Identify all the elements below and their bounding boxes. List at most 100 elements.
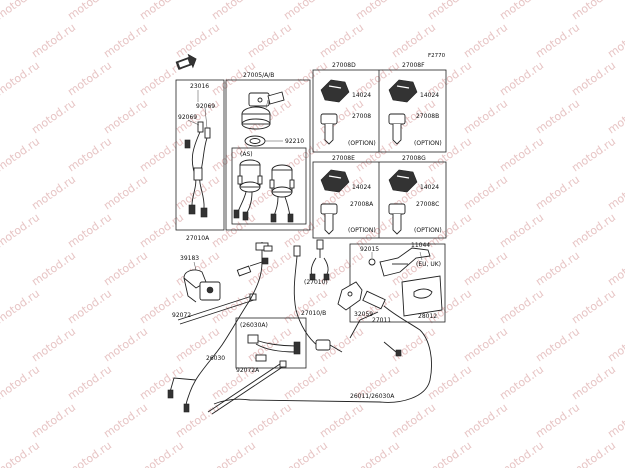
watermark-text: motod.ru [65, 363, 114, 403]
watermark-text: motod.ru [317, 401, 366, 441]
watermark-text: motod.ru [497, 211, 546, 251]
watermark-text: motod.ru [533, 325, 582, 365]
watermark-text: motod.ru [389, 401, 438, 441]
watermark-text: motod.ru [461, 325, 510, 365]
watermark-text: motod.ru [497, 0, 546, 22]
watermark-text: motod.ru [0, 135, 42, 175]
label-27010A: 27010A [186, 235, 210, 242]
watermark-text: motod.ru [209, 211, 258, 251]
label-92015: 92015 [360, 246, 379, 253]
label-39183: 39183 [180, 255, 199, 262]
keys-upper-box [312, 69, 447, 153]
label-27008B: 27008B [416, 113, 439, 120]
label-92210: 92210 [285, 138, 304, 145]
watermark-text: motod.ru [425, 363, 474, 403]
label-27008A: 27008A [350, 201, 374, 208]
watermark-text: motod.ru [497, 59, 546, 99]
26030a-box [235, 317, 307, 369]
watermark-text: motod.ru [425, 0, 474, 22]
label-option-d: (OPTION) [414, 227, 442, 234]
watermark-text: motod.ru [173, 21, 222, 61]
ref-code: F2770 [428, 53, 446, 59]
wiring-harness-23016 [184, 90, 211, 218]
as-switch-box [231, 147, 307, 225]
watermark-text: motod.ru [569, 439, 618, 468]
watermark-text: motod.ru [137, 211, 186, 251]
label-92069-a: 92069 [196, 103, 215, 110]
label-14024-d: 14024 [420, 184, 439, 191]
watermark-text: motod.ru [533, 249, 582, 289]
watermark-text: motod.ru [29, 325, 78, 365]
watermark-text: motod.ru [65, 135, 114, 175]
connector-plug [236, 257, 269, 277]
label-14024-a: 14024 [352, 92, 371, 99]
watermark-text: motod.ru [281, 363, 330, 403]
label-26030: 26030 [206, 355, 225, 362]
watermark-text: motod.ru [569, 211, 618, 251]
watermark-text: motod.ru [533, 173, 582, 213]
watermark-text: motod.ru [569, 0, 618, 22]
key-blade-2 [388, 113, 406, 145]
watermark-text: motod.ru [29, 173, 78, 213]
watermark-text: motod.ru [137, 135, 186, 175]
label-14024-b: 14024 [420, 92, 439, 99]
label-32059: 32059 [354, 311, 373, 318]
watermark-text: motod.ru [101, 173, 150, 213]
watermark-text: motod.ru [173, 401, 222, 441]
ignition-switch [241, 91, 285, 147]
harness-27010 [293, 239, 343, 353]
cable-tie-92072 [177, 293, 257, 325]
key-blade-4 [388, 203, 406, 235]
watermark-text: motod.ru [137, 287, 186, 327]
key-head-1 [320, 79, 350, 103]
key-blade-3 [320, 203, 338, 235]
watermark-text: motod.ru [101, 249, 150, 289]
cable-tie-92072A [207, 360, 287, 415]
watermark-text: motod.ru [605, 249, 625, 289]
label-11044: 11044 [411, 242, 430, 249]
watermark-text: motod.ru [0, 363, 42, 403]
watermark-text: motod.ru [245, 249, 294, 289]
cable-26011 [213, 290, 432, 405]
watermark-text: motod.ru [65, 59, 114, 99]
watermark-text: motod.ru [101, 325, 150, 365]
watermark-text: motod.ru [0, 59, 42, 99]
watermark-text: motod.ru [101, 97, 150, 137]
watermark-text: motod.ru [29, 21, 78, 61]
watermark-text: motod.ru [353, 0, 402, 22]
keys-group [320, 79, 418, 235]
label-26011-26030A: 26011/26030A [350, 393, 395, 400]
label-27008D: 27008D [332, 62, 356, 69]
watermark-text: motod.ru [389, 325, 438, 365]
watermark-text: motod.ru [209, 0, 258, 22]
key-head-2 [388, 79, 418, 103]
watermark-text: motod.ru [245, 21, 294, 61]
label-92072-a: 92072 [172, 312, 191, 319]
key-blade-1 [320, 113, 338, 145]
label-27008E: 27008E [332, 155, 355, 162]
watermark-text: motod.ru [605, 21, 625, 61]
watermark-text: motod.ru [533, 97, 582, 137]
keys-lower-box [312, 161, 447, 239]
watermark-text: motod.ru [0, 211, 42, 251]
watermark-text: motod.ru [101, 21, 150, 61]
watermark-text: motod.ru [0, 439, 42, 468]
watermark-text: motod.ru [605, 173, 625, 213]
label-eu-uk: (EU, UK) [416, 261, 441, 268]
watermark-text: motod.ru [281, 439, 330, 468]
label-27005AB: 27005/A/B [243, 72, 274, 79]
label-14024-c: 14024 [352, 184, 371, 191]
watermark-text: motod.ru [137, 363, 186, 403]
label-27008: 27008 [352, 113, 371, 120]
watermark-text: motod.ru [245, 325, 294, 365]
watermark-text: motod.ru [29, 249, 78, 289]
watermark-text: motod.ru [425, 439, 474, 468]
watermark-text: motod.ru [533, 21, 582, 61]
plate-box [349, 243, 446, 323]
watermark-text: motod.ru [497, 135, 546, 175]
watermark-text: motod.ru [497, 287, 546, 327]
watermark-text: motod.ru [137, 439, 186, 468]
label-option-a: (OPTION) [348, 140, 376, 147]
label-27011: 27011 [372, 317, 391, 324]
